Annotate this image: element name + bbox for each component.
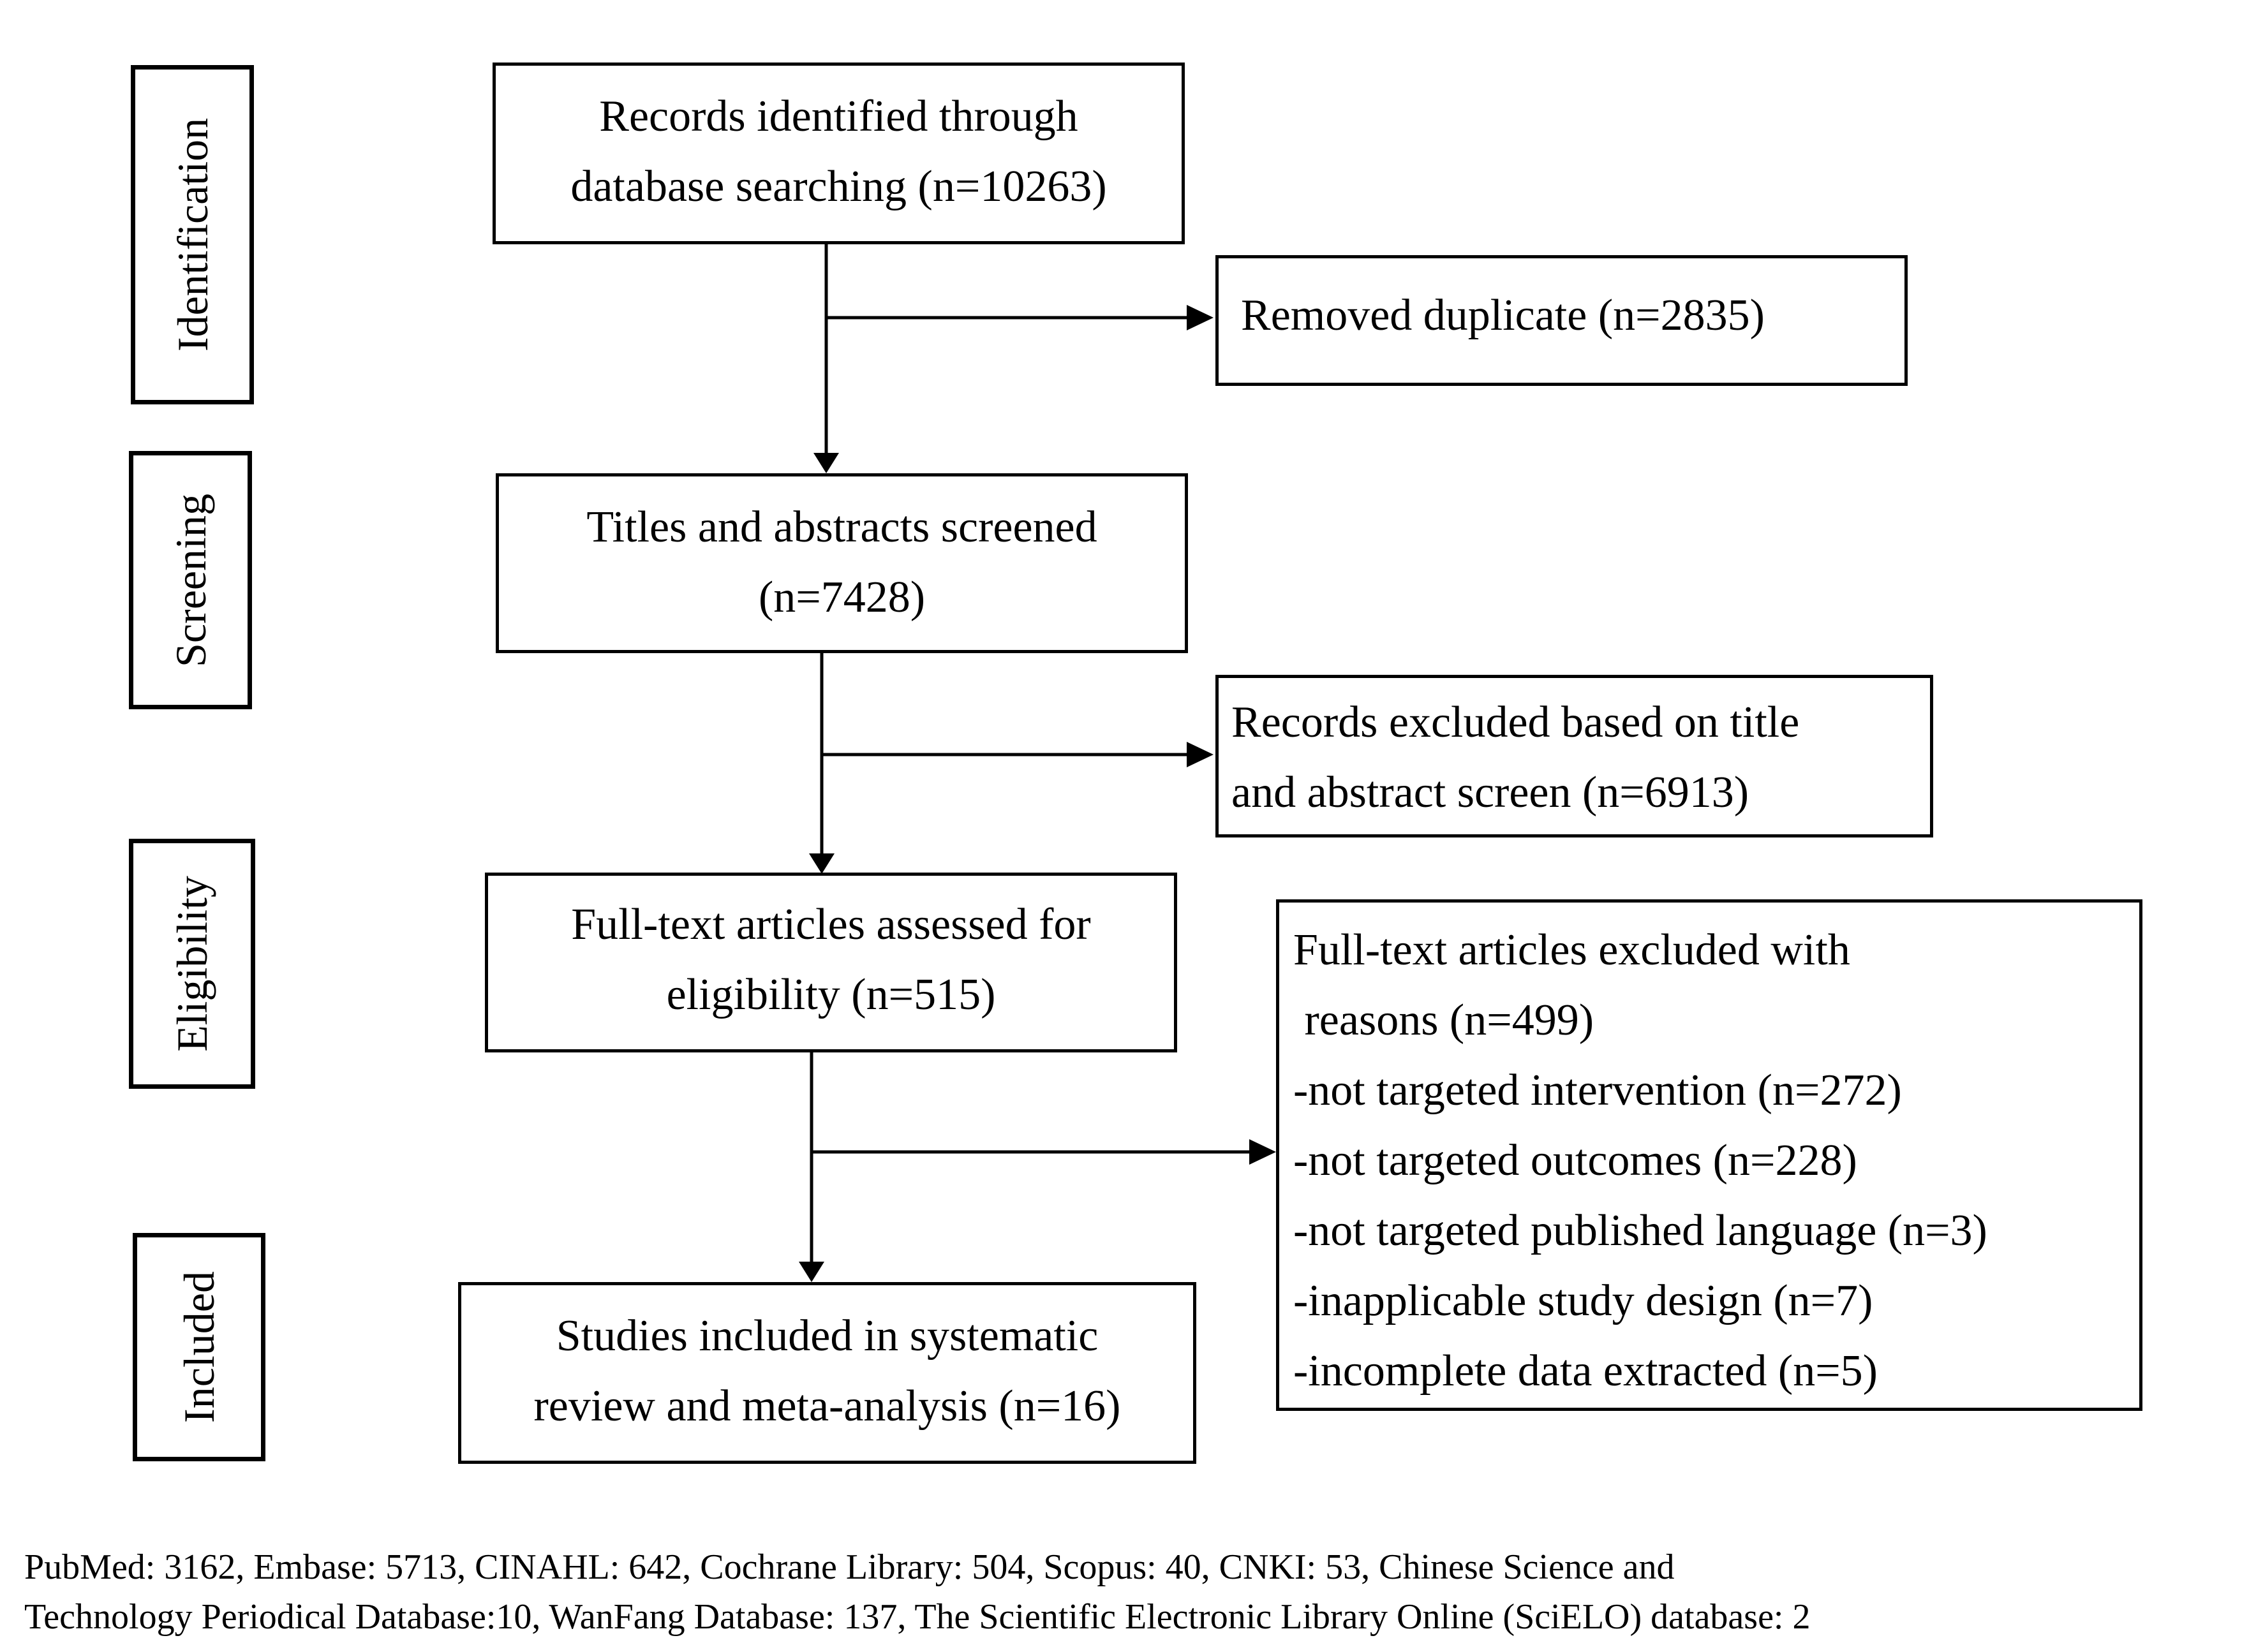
box-records-excluded-screen-line1: Records excluded based on title: [1231, 698, 1800, 747]
arrowhead-down-included: [799, 1262, 824, 1282]
stage-eligibility-label: Eligibility: [168, 876, 216, 1052]
box-records-excluded-screen: Records excluded based on title and abst…: [1215, 675, 1933, 837]
excluded-reason-line: -not targeted intervention (n=272): [1293, 1066, 1902, 1115]
footnote-line1: PubMed: 3162, Embase: 5713, CINAHL: 642,…: [24, 1547, 1675, 1587]
box-fulltext-assessed: Full-text articles assessed for eligibil…: [485, 873, 1177, 1052]
box-studies-included: Studies included in systematic review an…: [458, 1282, 1196, 1464]
arrowhead-down-screened: [813, 453, 839, 473]
box-fulltext-assessed-line1: Full-text articles assessed for: [571, 900, 1091, 949]
stage-included-label: Included: [175, 1271, 223, 1423]
excluded-reason-line: reasons (n=499): [1293, 996, 1594, 1045]
stage-eligibility: Eligibility: [129, 839, 255, 1089]
box-titles-abstracts-screened-line1: Titles and abstracts screened: [586, 503, 1097, 552]
box-studies-included-line2: review and meta-analysis (n=16): [533, 1382, 1121, 1431]
box-fulltext-assessed-line2: eligibility (n=515): [666, 970, 996, 1019]
stage-screening: Screening: [129, 451, 252, 709]
box-removed-duplicates-line1: Removed duplicate (n=2835): [1241, 291, 1765, 340]
stage-identification: Identification: [131, 65, 254, 404]
box-records-excluded-screen-line2: and abstract screen (n=6913): [1231, 768, 1749, 817]
excluded-reason-line: -not targeted outcomes (n=228): [1293, 1136, 1857, 1185]
box-fulltext-excluded: Full-text articles excluded with reasons…: [1276, 899, 2142, 1411]
box-titles-abstracts-screened: Titles and abstracts screened (n=7428): [496, 473, 1188, 653]
arrowhead-right-excluded-screen: [1187, 742, 1214, 767]
box-records-identified-line2: database searching (n=10263): [570, 162, 1107, 211]
excluded-reason-line: -not targeted published language (n=3): [1293, 1206, 1987, 1255]
box-titles-abstracts-screened-line2: (n=7428): [758, 573, 926, 622]
box-records-identified: Records identified through database sear…: [493, 63, 1185, 244]
stage-screening-label: Screening: [166, 493, 215, 667]
excluded-reason-line: Full-text articles excluded with: [1293, 926, 1850, 975]
stage-included: Included: [133, 1233, 265, 1461]
arrowhead-down-fulltext: [809, 853, 835, 874]
arrowhead-right-duplicates: [1187, 305, 1214, 330]
box-studies-included-line1: Studies included in systematic: [556, 1311, 1099, 1361]
arrowhead-right-excluded-fulltext: [1249, 1139, 1276, 1165]
excluded-reason-line: -inapplicable study design (n=7): [1293, 1276, 1873, 1325]
footnote-line2: Technology Periodical Database:10, WanFa…: [24, 1597, 1811, 1637]
stage-identification-label: Identification: [168, 117, 217, 352]
box-removed-duplicates: Removed duplicate (n=2835): [1215, 255, 1908, 386]
box-records-identified-line1: Records identified through: [599, 92, 1078, 141]
excluded-reason-line: -incomplete data extracted (n=5): [1293, 1346, 1878, 1396]
